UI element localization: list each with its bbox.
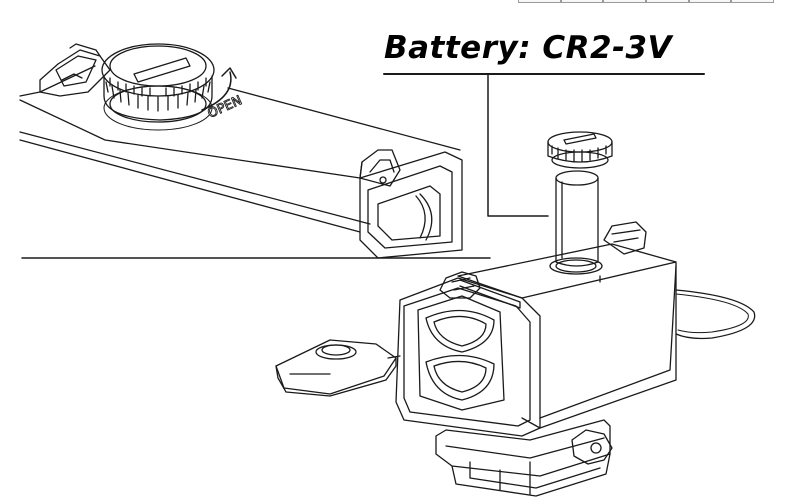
strip-cell xyxy=(646,0,689,3)
inset-side-edge-lower xyxy=(19,131,371,225)
lens-window xyxy=(417,295,505,411)
remote-switch-pad xyxy=(275,339,401,397)
lower-lens xyxy=(425,354,495,401)
inset-top-edge-back xyxy=(227,87,461,151)
cap-slot xyxy=(133,57,191,83)
strip-cell xyxy=(731,0,775,3)
inset-battery-cap xyxy=(101,43,215,131)
rail-mount xyxy=(435,419,613,497)
battery-cap xyxy=(547,131,613,169)
clamp-knob xyxy=(571,429,613,465)
inset-rear-sight xyxy=(39,43,111,97)
battery-callout-label: Battery: CR2-3V xyxy=(384,30,673,66)
rear-sight xyxy=(603,221,647,255)
upper-lens xyxy=(425,309,495,353)
inset-device-closeup: OPEN xyxy=(19,43,463,259)
inset-top-edge-front xyxy=(19,99,361,179)
strip-cell xyxy=(603,0,647,3)
inset-top-edge-left xyxy=(19,65,96,97)
inset-front-face xyxy=(359,151,463,259)
top-edge-strip xyxy=(518,0,775,4)
battery-cap-slot xyxy=(563,133,597,145)
open-arrow-head xyxy=(221,67,237,79)
inset-front-sight xyxy=(359,149,401,187)
strip-cell xyxy=(688,0,732,3)
inset-lens-window xyxy=(377,185,441,241)
open-arrow xyxy=(201,71,232,111)
battery-cylinder xyxy=(555,170,599,267)
callout-leader-line xyxy=(487,73,549,217)
battery-port-ring xyxy=(549,257,603,275)
housing-right-side xyxy=(521,261,677,429)
strip-cell xyxy=(518,0,561,3)
front-sight xyxy=(439,271,481,299)
cable xyxy=(675,289,756,340)
inset-side-edge-bottom xyxy=(19,139,361,233)
main-device xyxy=(275,131,756,497)
strip-cell xyxy=(560,0,604,3)
